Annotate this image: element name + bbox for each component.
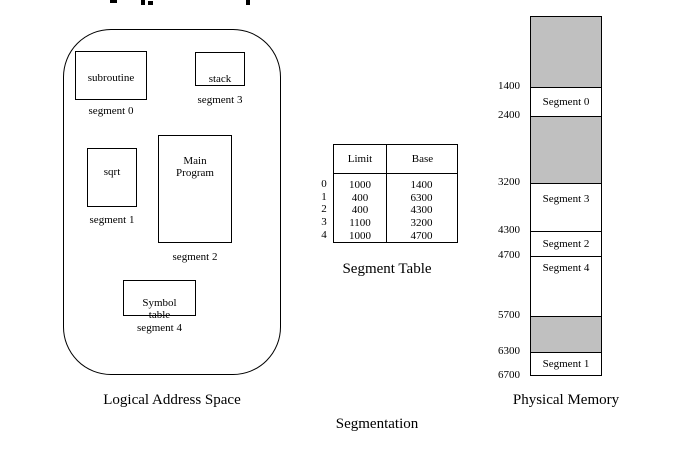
segment-0-label: segment 0	[88, 105, 134, 117]
cropped-text-fragment	[246, 0, 250, 5]
limit-cell: 1000	[349, 229, 371, 242]
limit-cell: 1000	[349, 179, 371, 191]
table-column-divider	[386, 145, 387, 242]
limit-cell: 400	[351, 204, 369, 217]
segment-box-subroutine: subroutine	[75, 51, 147, 100]
segment-2-label: segment 2	[172, 251, 218, 263]
segment-box-main-program: Main Program	[158, 135, 232, 243]
segment-3-label: segment 3	[197, 94, 243, 106]
segment-box-label: Main Program	[176, 155, 214, 179]
segment-box-label: sqrt	[103, 166, 121, 178]
physical-memory-column: Segment 0 Segment 3 Segment 2 Segment 4 …	[530, 16, 602, 376]
segment-box-label: Symbol table	[142, 297, 177, 321]
table-header-divider	[334, 173, 457, 174]
base-cell: 1400	[410, 179, 433, 191]
base-cell: 4700	[410, 229, 433, 242]
table-row: 400 6300	[334, 192, 457, 205]
memory-region-free	[531, 316, 601, 352]
row-index: 2	[321, 203, 327, 216]
logical-address-space-caption: Logical Address Space	[103, 392, 241, 408]
memory-region-segment-2: Segment 2	[531, 231, 601, 256]
address-label-4300: 4300	[498, 224, 520, 236]
segment-box-sqrt: sqrt	[87, 148, 137, 207]
table-row: 400 4300	[334, 204, 457, 217]
row-index: 4	[321, 228, 327, 241]
segment-table-caption: Segment Table	[342, 261, 432, 277]
address-label-2400: 2400	[498, 109, 520, 121]
row-index: 0	[321, 178, 327, 190]
segment-1-label: segment 1	[89, 214, 135, 226]
address-label-6300: 6300	[498, 345, 520, 357]
base-cell: 3200	[410, 217, 433, 230]
address-label-4700: 4700	[498, 249, 520, 261]
table-row: 1000 4700	[334, 230, 457, 243]
address-label-6700: 6700	[498, 369, 520, 381]
base-cell: 6300	[410, 191, 433, 204]
cropped-text-fragment	[148, 1, 153, 5]
segment-box-symbol-table: Symbol table	[123, 280, 196, 321]
memory-region-free	[531, 116, 601, 183]
memory-region-segment-0: Segment 0	[531, 87, 601, 116]
table-row: 1000 1400	[334, 179, 457, 192]
memory-region-segment-4: Segment 4	[531, 256, 601, 316]
address-label-1400: 1400	[498, 80, 520, 92]
base-cell: 4300	[410, 204, 433, 217]
segment-box-label: stack	[208, 73, 232, 85]
figure-caption: Segmentation	[335, 416, 419, 432]
table-row-indices: 0 1 2 3 4	[317, 178, 331, 241]
address-label-5700: 5700	[498, 309, 520, 321]
memory-region-free	[531, 17, 601, 87]
limit-cell: 400	[351, 191, 369, 204]
address-label-3200: 3200	[498, 176, 520, 188]
physical-memory-caption: Physical Memory	[512, 392, 620, 408]
segment-4-label: segment 4	[137, 322, 182, 334]
table-body: 1000 1400 400 6300 400 4300 1100 3200 10…	[334, 179, 457, 242]
segment-table: Limit Base 1000 1400 400 6300 400 4300 1…	[333, 144, 458, 243]
segment-box-stack: stack	[195, 52, 245, 86]
table-header-base: Base	[411, 153, 434, 165]
segment-box-label: subroutine	[87, 72, 135, 84]
table-row: 1100 3200	[334, 217, 457, 230]
row-index: 1	[321, 190, 327, 203]
table-header-limit: Limit	[347, 153, 373, 165]
logical-address-space-outline	[63, 29, 281, 375]
cropped-text-fragment	[141, 0, 145, 5]
cropped-text-fragment	[110, 0, 117, 3]
row-index: 3	[321, 216, 327, 229]
memory-region-segment-1: Segment 1	[531, 352, 601, 375]
limit-cell: 1100	[349, 217, 371, 230]
memory-region-segment-3: Segment 3	[531, 183, 601, 231]
